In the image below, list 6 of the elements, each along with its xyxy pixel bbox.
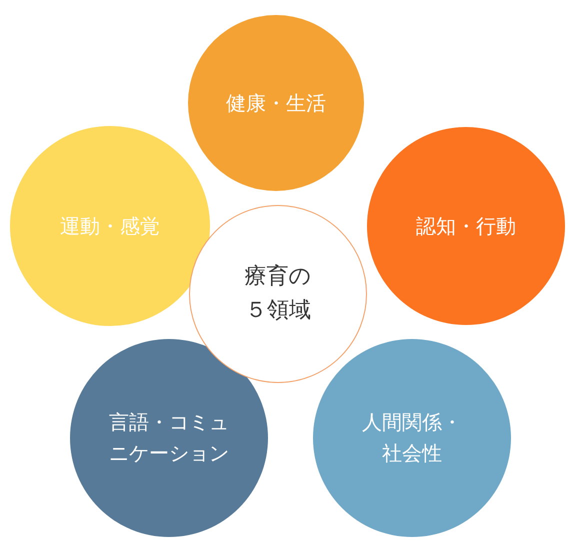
circle-label: 言語・コミュニケーション [108, 409, 230, 467]
circle-label: 認知・行動 [415, 212, 517, 240]
circle-label: 健康・生活 [225, 90, 327, 116]
circle-label: 運動・感覚 [59, 212, 161, 240]
circle-label: 療育の５領域 [244, 262, 312, 325]
circle-label: 人間関係・社会性 [361, 409, 463, 467]
